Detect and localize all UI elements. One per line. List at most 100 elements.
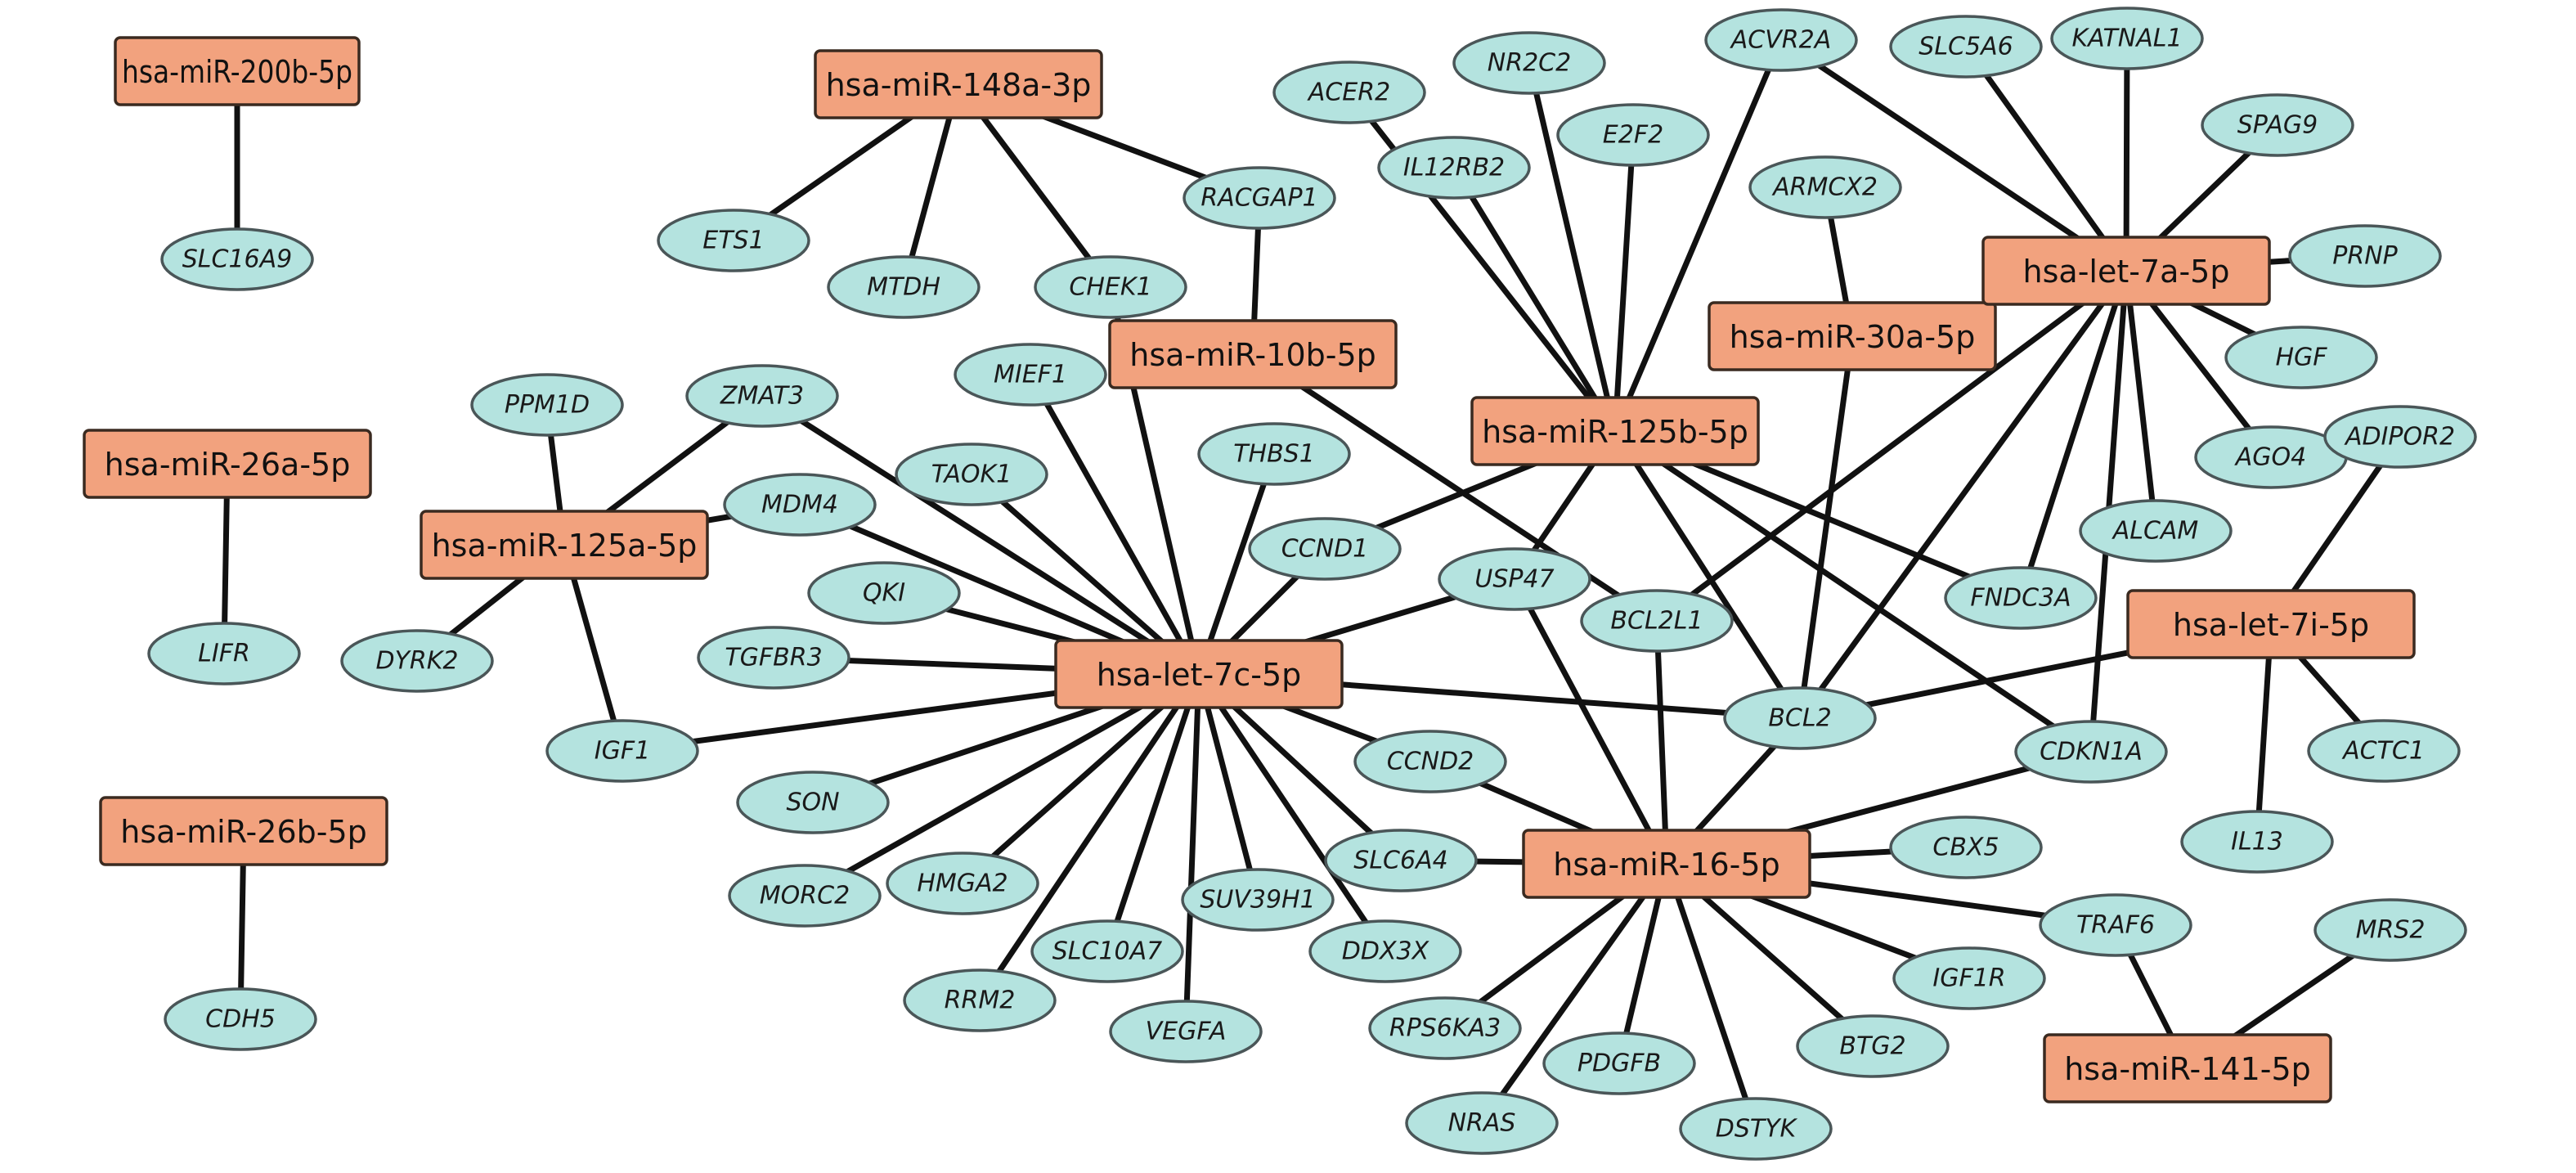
gene-node-ccnd1[interactable]: CCND1 <box>1248 517 1402 581</box>
gene-node-morc2[interactable]: MORC2 <box>728 864 882 928</box>
gene-label: SLC5A6 <box>1919 33 2013 61</box>
gene-node-suv39h1[interactable]: SUV39H1 <box>1181 868 1335 932</box>
gene-node-ago4[interactable]: AGO4 <box>2194 425 2348 489</box>
gene-label: ZMAT3 <box>720 382 804 411</box>
gene-node-slc10a7[interactable]: SLC10A7 <box>1030 919 1184 983</box>
gene-node-shape <box>1109 1000 1263 1063</box>
gene-node-ccnd2[interactable]: CCND2 <box>1353 730 1507 793</box>
gene-node-mrs2[interactable]: MRS2 <box>2313 898 2467 962</box>
gene-node-tgfbr3[interactable]: TGFBR3 <box>697 626 850 690</box>
gene-node-acvr2a[interactable]: ACVR2A <box>1704 8 1858 72</box>
mirna-node-hsa-mir-26b-5p[interactable]: hsa-miR-26b-5p <box>99 796 388 866</box>
gene-node-vegfa[interactable]: VEGFA <box>1109 1000 1263 1063</box>
gene-node-traf6[interactable]: TRAF6 <box>2039 893 2192 957</box>
gene-node-zmat3[interactable]: ZMAT3 <box>685 364 839 428</box>
gene-label: BCL2L1 <box>1610 607 1703 636</box>
gene-node-taok1[interactable]: TAOK1 <box>895 443 1048 506</box>
gene-node-rps6ka3[interactable]: RPS6KA3 <box>1368 996 1522 1060</box>
gene-node-rrm2[interactable]: RRM2 <box>903 969 1057 1032</box>
gene-label: BTG2 <box>1839 1032 1905 1061</box>
gene-node-shape <box>886 852 1039 915</box>
gene-node-igf1r[interactable]: IGF1R <box>1892 946 2046 1010</box>
gene-node-il13[interactable]: IL13 <box>2180 810 2334 874</box>
gene-node-e2f2[interactable]: E2F2 <box>1556 103 1710 167</box>
gene-node-son[interactable]: SON <box>736 771 890 834</box>
mirna-label: hsa-miR-30a-5p <box>1730 319 1976 355</box>
gene-node-ddx3x[interactable]: DDX3X <box>1308 919 1462 983</box>
gene-node-cbx5[interactable]: CBX5 <box>1889 816 2043 879</box>
mirna-node-hsa-mir-26a-5p[interactable]: hsa-miR-26a-5p <box>83 429 372 499</box>
gene-node-btg2[interactable]: BTG2 <box>1796 1014 1950 1078</box>
gene-node-spag9[interactable]: SPAG9 <box>2201 93 2354 157</box>
mirna-node-hsa-mir-141-5p[interactable]: hsa-miR-141-5p <box>2043 1033 2332 1103</box>
mirna-node-hsa-let-7i-5p[interactable]: hsa-let-7i-5p <box>2126 589 2416 659</box>
gene-label: ETS1 <box>702 227 764 255</box>
gene-label: IL12RB2 <box>1403 154 1505 182</box>
gene-node-dstyk[interactable]: DSTYK <box>1679 1097 1833 1161</box>
edge-hsa-let-7a-5p-fndc3a <box>2017 267 2129 601</box>
mirna-node-hsa-mir-125b-5p[interactable]: hsa-miR-125b-5p <box>1470 396 1760 466</box>
gene-node-fndc3a[interactable]: FNDC3A <box>1944 566 2098 630</box>
gene-label: TGFBR3 <box>725 644 822 672</box>
mirna-node-hsa-let-7a-5p[interactable]: hsa-let-7a-5p <box>1981 236 2271 306</box>
gene-node-actc1[interactable]: ACTC1 <box>2307 719 2461 783</box>
mirna-node-shape <box>2126 589 2416 659</box>
gene-label: RPS6KA3 <box>1389 1014 1501 1043</box>
gene-node-mdm4[interactable]: MDM4 <box>723 473 877 537</box>
gene-node-shape <box>1542 1031 1696 1095</box>
gene-node-shape <box>1892 946 2046 1010</box>
mirna-node-hsa-mir-30a-5p[interactable]: hsa-miR-30a-5p <box>1708 301 1997 371</box>
mirna-node-hsa-let-7c-5p[interactable]: hsa-let-7c-5p <box>1054 639 1344 709</box>
edge-hsa-let-7a-5p-alcam <box>2123 267 2159 534</box>
mirna-label: hsa-miR-16-5p <box>1553 847 1779 883</box>
gene-node-ets1[interactable]: ETS1 <box>657 209 810 272</box>
mirna-node-hsa-mir-125a-5p[interactable]: hsa-miR-125a-5p <box>420 510 709 580</box>
mirna-node-hsa-mir-200b-5p[interactable]: hsa-miR-200b-5p <box>114 36 361 106</box>
gene-node-ppm1d[interactable]: PPM1D <box>470 373 624 437</box>
gene-node-slc5a6[interactable]: SLC5A6 <box>1889 15 2043 79</box>
gene-node-shape <box>1405 1091 1559 1155</box>
gene-node-nras[interactable]: NRAS <box>1405 1091 1559 1155</box>
gene-node-acer2[interactable]: ACER2 <box>1272 61 1426 124</box>
edge-hsa-let-7c-5p-morc2 <box>801 671 1202 899</box>
gene-node-lifr[interactable]: LIFR <box>147 622 301 685</box>
gene-node-hmga2[interactable]: HMGA2 <box>886 852 1039 915</box>
gene-node-adipor2[interactable]: ADIPOR2 <box>2323 405 2477 469</box>
gene-node-il12rb2[interactable]: IL12RB2 <box>1377 136 1531 200</box>
mirna-node-hsa-mir-148a-3p[interactable]: hsa-miR-148a-3p <box>814 49 1103 119</box>
gene-node-bcl2l1[interactable]: BCL2L1 <box>1580 589 1734 653</box>
gene-node-mief1[interactable]: MIEF1 <box>954 343 1107 407</box>
gene-node-armcx2[interactable]: ARMCX2 <box>1748 155 1902 219</box>
gene-node-katnal1[interactable]: KATNAL1 <box>2050 7 2204 70</box>
edge-hsa-let-7i-5p-il13 <box>2254 621 2274 845</box>
gene-node-cdkn1a[interactable]: CDKN1A <box>2014 720 2168 784</box>
gene-node-shape <box>2313 898 2467 962</box>
gene-node-shape <box>657 209 810 272</box>
gene-node-bcl2[interactable]: BCL2 <box>1723 686 1877 750</box>
gene-node-thbs1[interactable]: THBS1 <box>1197 422 1351 486</box>
gene-label: SLC6A4 <box>1353 847 1447 875</box>
gene-node-slc6a4[interactable]: SLC6A4 <box>1324 829 1478 892</box>
gene-node-slc16a9[interactable]: SLC16A9 <box>160 227 314 291</box>
gene-node-hgf[interactable]: HGF <box>2224 326 2378 389</box>
gene-node-shape <box>1452 31 1606 95</box>
mirna-node-hsa-mir-16-5p[interactable]: hsa-miR-16-5p <box>1522 829 1811 899</box>
gene-node-igf1[interactable]: IGF1 <box>545 719 699 783</box>
gene-node-alcam[interactable]: ALCAM <box>2079 499 2233 563</box>
gene-node-mtdh[interactable]: MTDH <box>827 255 981 319</box>
gene-node-prnp[interactable]: PRNP <box>2288 224 2442 288</box>
gene-node-shape <box>1723 686 1877 750</box>
mirna-node-hsa-mir-10b-5p[interactable]: hsa-miR-10b-5p <box>1108 319 1398 389</box>
mirna-node-shape <box>1981 236 2271 306</box>
gene-label: CBX5 <box>1932 834 1999 862</box>
gene-node-usp47[interactable]: USP47 <box>1438 547 1591 611</box>
gene-node-qki[interactable]: QKI <box>807 561 961 625</box>
gene-node-chek1[interactable]: CHEK1 <box>1034 255 1187 319</box>
gene-node-racgap1[interactable]: RACGAP1 <box>1183 166 1336 230</box>
edge-hsa-let-7c-5p-zmat3 <box>759 393 1202 677</box>
gene-node-cdh5[interactable]: CDH5 <box>164 987 317 1051</box>
gene-node-dyrk2[interactable]: DYRK2 <box>340 629 494 693</box>
gene-node-nr2c2[interactable]: NR2C2 <box>1452 31 1606 95</box>
gene-node-pdgfb[interactable]: PDGFB <box>1542 1031 1696 1095</box>
